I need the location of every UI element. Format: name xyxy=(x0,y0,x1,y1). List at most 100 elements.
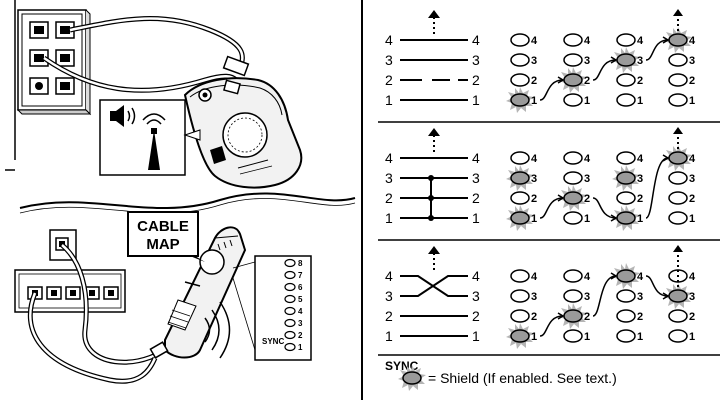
led-label: 3 xyxy=(584,55,590,67)
led-label: 3 xyxy=(689,291,695,303)
callout-box xyxy=(99,99,201,176)
wire-number-left: 4 xyxy=(385,150,393,166)
wiremap-led: 1 xyxy=(668,329,695,343)
led-label: 3 xyxy=(637,55,643,67)
panel-led-label: 6 xyxy=(298,283,303,292)
wiremap-led: 2 xyxy=(510,191,537,205)
led-unlit xyxy=(668,73,688,87)
led-label: 4 xyxy=(531,153,538,165)
panel-led-label: 8 xyxy=(298,259,303,268)
led-unlit xyxy=(510,151,530,165)
panel-led: 5 xyxy=(284,294,303,304)
led-label: 1 xyxy=(689,213,695,225)
wiremap-led: 4 xyxy=(510,151,538,165)
wall-jacks xyxy=(29,21,75,95)
led-label: 1 xyxy=(689,95,695,107)
wire-number-right: 4 xyxy=(472,150,480,166)
short-dot xyxy=(428,175,434,181)
led-unlit xyxy=(563,53,583,67)
wiremap-led: 3 xyxy=(563,289,590,303)
wire-number-right: 1 xyxy=(472,210,480,226)
led-lit xyxy=(616,269,636,283)
wiremap-led: 3 xyxy=(668,171,695,185)
wiremap-led: 2 xyxy=(616,309,643,323)
led-lit xyxy=(510,211,530,225)
remote-unit xyxy=(149,226,247,359)
led-label: 4 xyxy=(637,35,644,47)
panel-led: 2 xyxy=(284,330,303,340)
led-lit xyxy=(510,329,530,343)
led-lit xyxy=(668,289,688,303)
sequence-arrow xyxy=(539,315,564,337)
panel-led: 6 xyxy=(284,282,303,292)
wire-number-left: 4 xyxy=(385,268,393,284)
sequence-arrow xyxy=(645,275,669,297)
sequence-arrow xyxy=(645,39,669,61)
led-label: 2 xyxy=(689,193,695,205)
wire-number-right: 3 xyxy=(472,288,480,304)
led-label: 1 xyxy=(637,331,643,343)
wiremap-led: 2 xyxy=(616,191,643,205)
led-label: 4 xyxy=(531,271,538,283)
wire-number-left: 3 xyxy=(385,288,393,304)
wiremap-led: 4 xyxy=(616,33,644,47)
led-lit xyxy=(616,171,636,185)
cable-map-label: CABLE xyxy=(137,218,189,235)
short-dot xyxy=(428,215,434,221)
wall-plate xyxy=(17,9,87,111)
wire-number-left: 3 xyxy=(385,52,393,68)
wire-number-left: 1 xyxy=(385,210,393,226)
led-label: 3 xyxy=(689,173,695,185)
led-label: 3 xyxy=(531,55,537,67)
led-unlit xyxy=(668,211,688,225)
wire-number-right: 1 xyxy=(472,328,480,344)
wiremap-led: 1 xyxy=(563,329,590,343)
bottom-scene xyxy=(14,211,312,384)
led-unlit xyxy=(563,289,583,303)
wiremap-led: 3 xyxy=(664,283,695,309)
wiremap-led: 1 xyxy=(506,205,537,231)
wiremap-led: 2 xyxy=(668,73,695,87)
led-unlit xyxy=(563,33,583,47)
led-lit xyxy=(668,151,688,165)
crossed-wire xyxy=(400,275,468,297)
wire-number-right: 4 xyxy=(472,268,480,284)
led-unlit xyxy=(563,171,583,185)
wiremap-led: 2 xyxy=(510,309,537,323)
led-unlit xyxy=(510,191,530,205)
led-label: 2 xyxy=(531,75,537,87)
wiremap-led: 1 xyxy=(563,93,590,107)
led-label: 4 xyxy=(689,153,696,165)
sequence-arrow xyxy=(592,275,617,317)
led-label: 1 xyxy=(637,95,643,107)
wiremap-led: 3 xyxy=(616,289,643,303)
wiremap-led: 4 xyxy=(616,151,644,165)
led-unlit xyxy=(563,93,583,107)
led-unlit xyxy=(616,93,636,107)
sequence-arrow xyxy=(539,79,564,101)
wiremap-led: 4 xyxy=(668,269,696,283)
led-unlit xyxy=(616,191,636,205)
led-label: 3 xyxy=(584,173,590,185)
wiremap-led: 4 xyxy=(563,269,591,283)
led-label: 4 xyxy=(531,35,538,47)
sequence-arrow xyxy=(645,157,669,219)
sequence-arrow xyxy=(539,197,564,219)
led-label: 1 xyxy=(584,213,590,225)
led-label: 4 xyxy=(637,153,644,165)
led-label: 2 xyxy=(689,75,695,87)
led-lit xyxy=(616,211,636,225)
wire-number-left: 2 xyxy=(385,190,393,206)
led-unlit xyxy=(668,53,688,67)
led-lit xyxy=(563,73,583,87)
wiremap-led: 1 xyxy=(616,329,643,343)
wire-number-left: 2 xyxy=(385,72,393,88)
wire-number-right: 4 xyxy=(472,32,480,48)
panel-led-label: 1 xyxy=(298,343,303,352)
wiremap-led: 2 xyxy=(668,309,695,323)
wiremap-led: 1 xyxy=(506,87,537,113)
wire-number-right: 3 xyxy=(472,52,480,68)
led-unlit xyxy=(668,171,688,185)
